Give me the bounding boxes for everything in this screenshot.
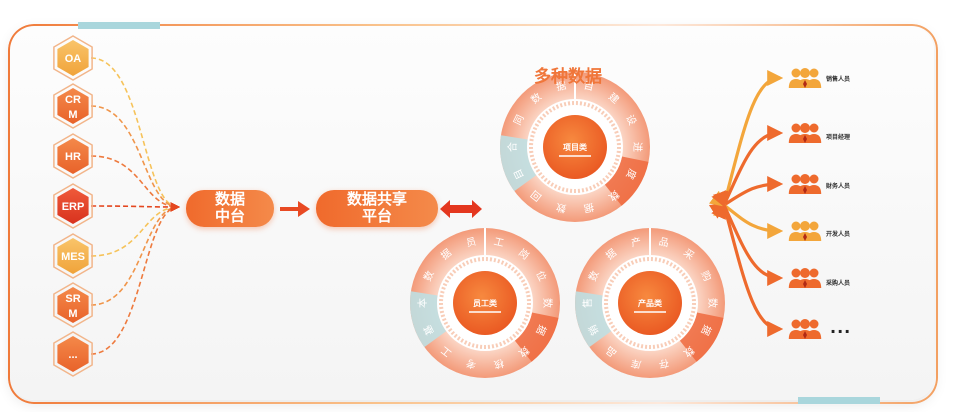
source-line: [90, 202, 180, 355]
wheel-ring-char: 数: [706, 298, 719, 308]
wheel-ring-char: 库: [630, 356, 643, 371]
wheel-center-label: 项目类: [563, 142, 587, 152]
wheel-ring-char: 数: [555, 200, 568, 215]
source-line: [90, 202, 180, 306]
source-hex: HR: [53, 133, 93, 179]
role-icons: [788, 68, 822, 339]
wheel-ring-char: 目: [512, 167, 526, 181]
people-icon: [788, 68, 822, 88]
source-label: CR: [65, 94, 81, 106]
source-label: M: [68, 109, 77, 121]
people-icon: [788, 123, 822, 143]
source-hex: SR M: [53, 282, 93, 328]
wheel-ring-char: 本: [416, 298, 429, 308]
role-label-sales: 销售人员: [826, 76, 851, 83]
wheel-ring-char: 产: [630, 235, 643, 250]
share-line2: 平台: [361, 207, 392, 225]
wheel-ring-char: 同: [512, 113, 527, 127]
source-label: ERP: [62, 201, 85, 213]
wheel-ring-char: 设: [623, 113, 638, 127]
wheel-ring-char: 据: [583, 200, 596, 215]
source-flow-lines: [90, 57, 180, 355]
source-label: SR: [65, 293, 80, 305]
bidirectional-arrow: [440, 200, 482, 218]
decor-tab-bottom: [798, 397, 880, 404]
wheel-ring-char: 员: [465, 236, 477, 250]
wheel-ring-char: 据: [555, 79, 568, 94]
wheel-ring-char: 进: [631, 142, 643, 152]
source-hex: ERP: [53, 183, 93, 229]
share-line1: 数据共享: [346, 190, 407, 208]
wheel-ring-char: 数: [541, 298, 554, 308]
hub-to-share-arrow: [280, 201, 310, 217]
hub-line2: 中台: [214, 207, 245, 225]
hub-line1: 数据: [214, 190, 245, 208]
source-label: HR: [65, 151, 81, 163]
source-line: [90, 105, 180, 212]
decor-tab-top: [78, 22, 160, 29]
wheel-ring-char: 工: [493, 237, 505, 250]
data-wheels: 项目类目建设进度数据数回目合同数据员工类工岗位数据数核考工基本数据员产品类品采购…: [410, 72, 725, 378]
wheel-ring-char: 存: [658, 356, 671, 371]
people-icon: [788, 319, 822, 339]
wheel-center-label: 员工类: [473, 298, 497, 308]
source-line: [90, 202, 180, 212]
source-line: [90, 57, 180, 212]
source-systems: OA CR M HR ERP MES SR M...: [53, 35, 93, 377]
people-icon: [788, 221, 822, 241]
role-arrow: [712, 190, 784, 337]
role-label-pm: 项目经理: [826, 134, 851, 141]
role-label-purchase: 采购人员: [826, 280, 851, 287]
wheel-ring-char: 合: [506, 142, 519, 152]
role-label-more: ...: [830, 318, 852, 337]
wheel-ring-char: 考: [465, 356, 477, 370]
source-hex: OA: [53, 35, 93, 81]
people-icon: [788, 268, 822, 288]
source-hex: CR M: [53, 83, 93, 129]
wheel-ring-char: 目: [583, 81, 595, 94]
data-share-platform-node: 数据共享 平台: [316, 190, 438, 227]
source-label: M: [68, 308, 77, 320]
source-label: OA: [65, 53, 82, 65]
source-line: [90, 202, 180, 257]
role-flow-arrows: [708, 70, 784, 337]
source-label: ...: [68, 349, 77, 361]
wheel-ring-char: 售: [581, 298, 594, 308]
multi-data-title: 多种数据: [534, 67, 602, 87]
source-line: [90, 155, 180, 212]
wheel-center-label: 产品类: [638, 298, 662, 308]
source-label: MES: [61, 251, 85, 263]
people-icon: [788, 174, 822, 194]
role-label-dev: 开发人员: [826, 231, 851, 238]
wheel-ring-char: 核: [493, 356, 506, 371]
wheel-ring-char: 品: [658, 236, 670, 250]
source-hex: MES: [53, 233, 93, 279]
role-label-finance: 财务人员: [826, 183, 851, 190]
source-hex: ...: [53, 331, 93, 377]
data-hub-node: 数据 中台: [186, 190, 274, 227]
